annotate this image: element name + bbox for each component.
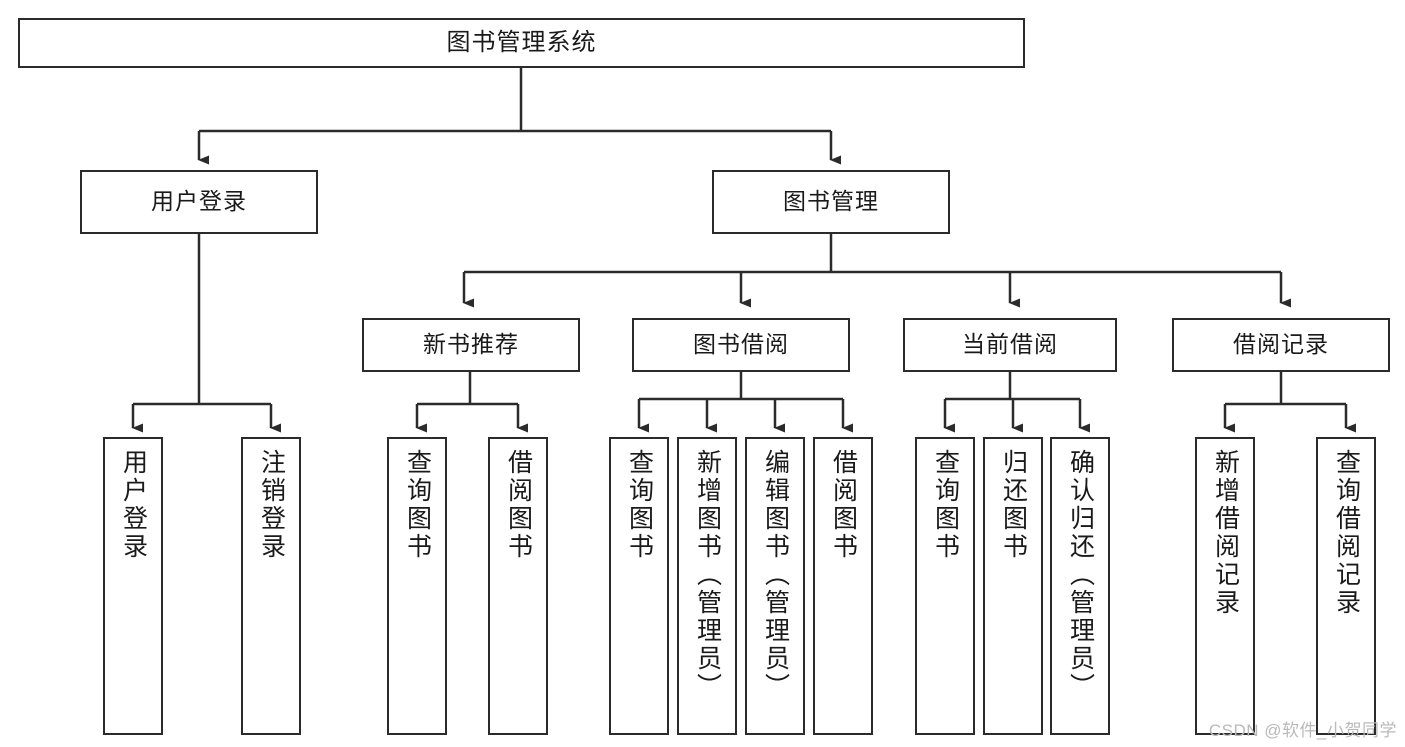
leaf-query-book-borrow[interactable]: 查询图书 [609, 437, 669, 735]
leaf-borrow-book[interactable]: 借阅图书 [813, 437, 873, 735]
node-root-system[interactable]: 图书管理系统 [18, 18, 1025, 68]
leaf-confirm-return-label: 确认归还（管理员） [1066, 449, 1095, 701]
leaf-query-book-current-label: 查询图书 [931, 449, 960, 561]
node-book-manage[interactable]: 图书管理 [712, 170, 950, 234]
leaf-logout-login-label: 注销登录 [257, 449, 286, 561]
node-root-label: 图书管理系统 [446, 28, 597, 56]
leaf-user-login-label: 用户登录 [119, 449, 148, 561]
node-current-borrow[interactable]: 当前借阅 [903, 318, 1117, 372]
node-user-login[interactable]: 用户登录 [80, 170, 318, 234]
leaf-borrow-book-recommend[interactable]: 借阅图书 [488, 437, 548, 735]
node-book-manage-label: 图书管理 [783, 188, 879, 215]
leaf-user-login[interactable]: 用户登录 [103, 437, 163, 735]
node-new-book-recommend[interactable]: 新书推荐 [362, 318, 580, 372]
node-current-borrow-label: 当前借阅 [962, 331, 1058, 358]
node-user-login-label: 用户登录 [151, 188, 247, 215]
leaf-edit-book-label: 编辑图书（管理员） [761, 449, 790, 701]
node-new-book-recommend-label: 新书推荐 [423, 331, 519, 358]
leaf-add-book-label: 新增图书（管理员） [693, 449, 722, 701]
leaf-add-borrow-record[interactable]: 新增借阅记录 [1195, 437, 1255, 735]
leaf-edit-book[interactable]: 编辑图书（管理员） [745, 437, 805, 735]
leaf-query-borrow-record-label: 查询借阅记录 [1332, 449, 1361, 617]
node-borrow-record-label: 借阅记录 [1233, 331, 1329, 358]
node-borrow-record[interactable]: 借阅记录 [1172, 318, 1390, 372]
leaf-query-book-recommend[interactable]: 查询图书 [387, 437, 447, 735]
leaf-add-book[interactable]: 新增图书（管理员） [677, 437, 737, 735]
leaf-query-book-current[interactable]: 查询图书 [915, 437, 975, 735]
csdn-watermark: CSDN @软件_小贺同学 [1208, 721, 1397, 740]
leaf-borrow-book-label: 借阅图书 [829, 449, 858, 561]
leaf-add-borrow-record-label: 新增借阅记录 [1211, 449, 1240, 617]
leaf-query-borrow-record[interactable]: 查询借阅记录 [1316, 437, 1376, 735]
node-book-borrow-label: 图书借阅 [693, 331, 789, 358]
leaf-return-book-label: 归还图书 [999, 449, 1028, 561]
leaf-query-book-borrow-label: 查询图书 [625, 449, 654, 561]
leaf-logout-login[interactable]: 注销登录 [241, 437, 301, 735]
leaf-borrow-book-recommend-label: 借阅图书 [504, 449, 533, 561]
leaf-query-book-recommend-label: 查询图书 [403, 449, 432, 561]
node-book-borrow[interactable]: 图书借阅 [632, 318, 850, 372]
leaf-confirm-return[interactable]: 确认归还（管理员） [1050, 437, 1110, 735]
leaf-return-book[interactable]: 归还图书 [983, 437, 1043, 735]
